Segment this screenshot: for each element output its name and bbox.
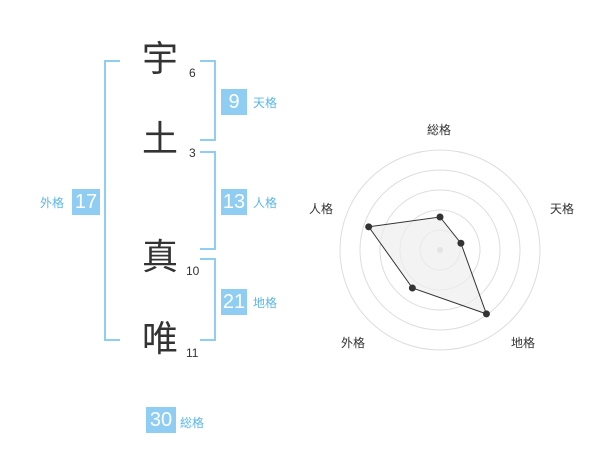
name-char-2: 土 — [141, 119, 178, 160]
name-char-1: 宇 — [141, 39, 178, 80]
radar-axis-label-tenkaku: 天格 — [550, 202, 575, 216]
radar-point-3 — [482, 310, 490, 318]
tenkaku-bracket — [200, 60, 216, 141]
gaikaku-bracket — [104, 60, 120, 341]
stroke-count-1: 6 — [189, 66, 196, 80]
radar-axis-label-soukaku: 総格 — [427, 123, 452, 137]
name-char-3: 真 — [141, 237, 178, 278]
stroke-count-2: 3 — [189, 146, 196, 160]
radar-point-1 — [436, 213, 444, 221]
radar-ring — [359, 169, 521, 331]
stroke-count-3: 10 — [186, 264, 200, 278]
soukaku-score: 30 — [146, 407, 176, 433]
gaikaku-score: 17 — [72, 189, 100, 215]
radar-axis-label-jinkaku: 人格 — [309, 202, 334, 216]
jinkaku-score: 13 — [221, 189, 247, 215]
radar-ring — [379, 189, 501, 311]
radar-point-5 — [365, 223, 373, 231]
chikaku-score: 21 — [221, 289, 247, 315]
jinkaku-bracket — [200, 151, 216, 250]
chikaku-label: 地格 — [253, 296, 278, 310]
soukaku-label: 総格 — [180, 416, 205, 430]
radar-axis-label-chikaku: 地格 — [511, 336, 536, 350]
tenkaku-score: 9 — [221, 89, 247, 115]
radar-series-area — [367, 216, 488, 315]
tenkaku-label: 天格 — [253, 96, 278, 110]
chikaku-bracket — [200, 258, 216, 341]
jinkaku-label: 人格 — [253, 196, 278, 210]
name-char-4: 唯 — [141, 319, 178, 360]
radar-point-2 — [457, 239, 465, 247]
radar-ring — [339, 149, 541, 351]
gaikaku-label: 外格 — [40, 196, 65, 210]
radar-point-4 — [408, 284, 416, 292]
radar-axis-label-gaikaku: 外格 — [341, 336, 366, 350]
stroke-count-4: 11 — [186, 346, 199, 360]
